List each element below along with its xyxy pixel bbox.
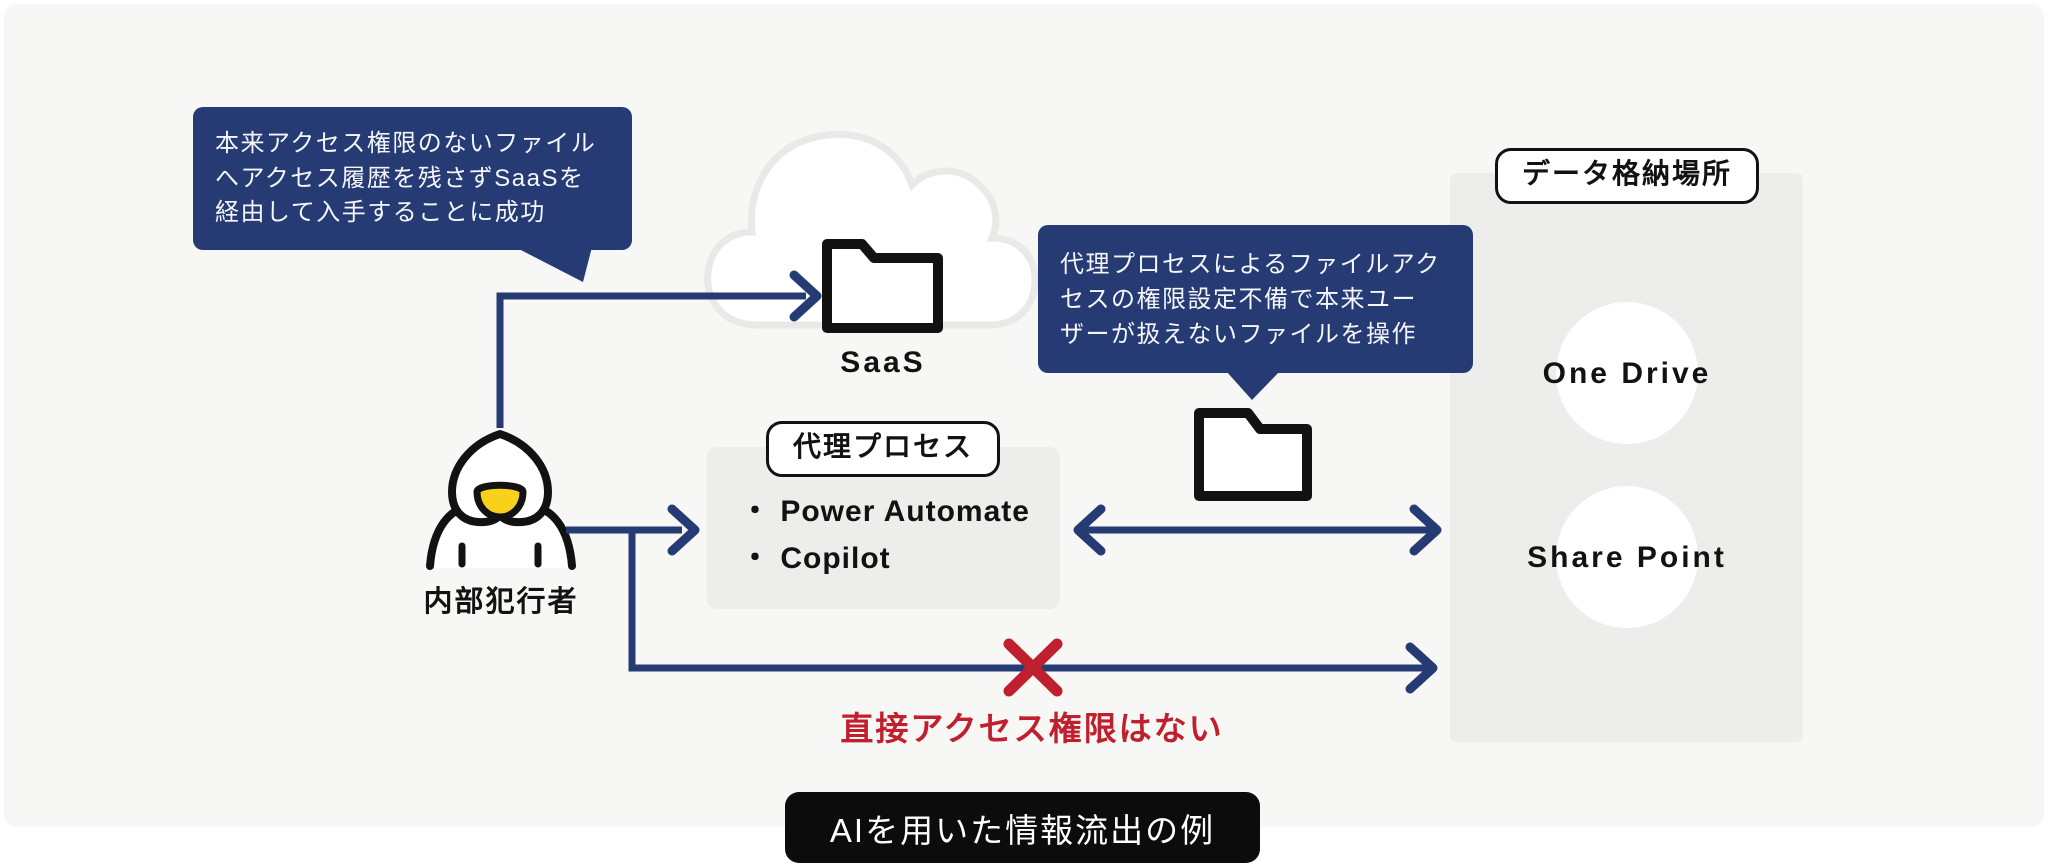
no-direct-access-label: 直接アクセス権限はない: [840, 710, 1224, 747]
proxy-callout-bubble: 代理プロセスによるファイルアク セスの権限設定不備で本来ユー ザーが扱えないファ…: [1038, 225, 1473, 373]
proxy-callout-line: ザーが扱えないファイルを操作: [1060, 321, 1417, 348]
insider-label: 内部犯行者: [423, 586, 579, 618]
proxy-item-copilot: ・ Copilot: [740, 542, 891, 575]
saas-callout-line: へアクセス履歴を残さずSaaSを: [215, 164, 585, 192]
data-storage-title-pill: データ格納場所: [1494, 148, 1760, 204]
data-storage-panel: [1450, 173, 1803, 742]
proxy-callout-line: セスの権限設定不備で本来ユー: [1060, 286, 1417, 313]
onedrive-circle: [1556, 302, 1698, 444]
onedrive-label: One Drive: [1542, 357, 1712, 390]
proxy-process-title-pill: 代理プロセス: [765, 421, 1001, 477]
sharepoint-label: Share Point: [1527, 541, 1727, 574]
saas-callout-bubble: 本来アクセス権限のないファイル へアクセス履歴を残さずSaaSを 経由して入手す…: [193, 107, 632, 250]
diagram-title-caption: AIを用いた情報流出の例: [785, 792, 1260, 863]
proxy-item-power-automate: ・ Power Automate: [740, 495, 1030, 528]
saas-callout-line: 経由して入手することに成功: [215, 199, 546, 226]
sharepoint-circle: [1556, 486, 1698, 628]
proxy-process-items: ・ Power Automate ・ Copilot: [740, 488, 1030, 582]
saas-label: SaaS: [840, 346, 926, 379]
saas-callout-line: 本来アクセス権限のないファイル: [215, 130, 597, 157]
proxy-callout-line: 代理プロセスによるファイルアク: [1060, 251, 1441, 278]
